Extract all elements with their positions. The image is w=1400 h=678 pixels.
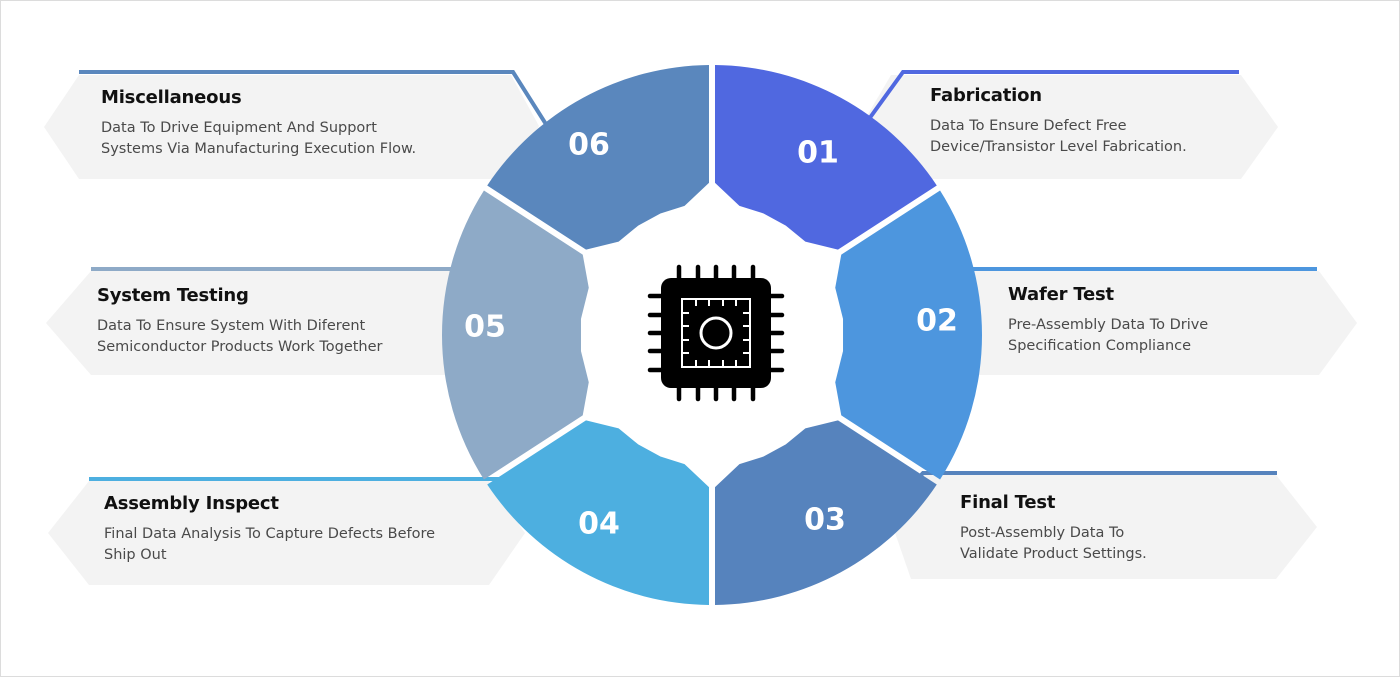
step-number-04: 04 — [578, 507, 620, 542]
panel-01 — [861, 75, 1278, 179]
microchip-icon — [647, 264, 785, 402]
step-04-label: Assembly Inspect Final Data Analysis To … — [104, 493, 435, 566]
step-02-description: Pre-Assembly Data To Drive Specification… — [1008, 315, 1208, 357]
step-01-desc-line1: Data To Ensure Defect Free — [930, 118, 1127, 134]
step-number-01: 01 — [797, 136, 839, 171]
step-01-label: Fabrication Data To Ensure Defect Free D… — [930, 85, 1187, 158]
step-02-label: Wafer Test Pre-Assembly Data To Drive Sp… — [1008, 284, 1208, 357]
step-05-description: Data To Ensure System With Diferent Semi… — [97, 316, 383, 358]
step-number-02: 02 — [916, 304, 958, 339]
step-02-desc-line1: Pre-Assembly Data To Drive — [1008, 317, 1209, 333]
step-05-label: System Testing Data To Ensure System Wit… — [97, 285, 383, 358]
step-05-desc-line1: Data To Ensure System With Diferent — [97, 318, 366, 334]
panel-02 — [961, 271, 1357, 375]
step-06-desc-line2: Systems Via Manufacturing Execution Flow… — [101, 141, 417, 157]
step-01-desc-line2: Device/Transistor Level Fabrication. — [930, 139, 1187, 155]
step-04-description: Final Data Analysis To Capture Defects B… — [104, 524, 435, 566]
step-number-06: 06 — [568, 128, 610, 163]
segment-05 — [441, 190, 619, 480]
segment-02 — [805, 190, 982, 480]
step-05-title: System Testing — [97, 285, 249, 306]
connector-lines — [79, 70, 1317, 503]
step-06-label: Miscellaneous Data To Drive Equipment An… — [101, 87, 416, 160]
step-03-desc-line2: Validate Product Settings. — [960, 546, 1147, 562]
step-02-title: Wafer Test — [1008, 284, 1114, 305]
step-numbers: 01 02 03 04 05 06 — [464, 128, 958, 542]
step-04-desc-line2: Ship Out — [104, 547, 167, 563]
panel-06 — [44, 75, 539, 179]
step-03-description: Post-Assembly Data To Validate Product S… — [960, 523, 1147, 565]
step-04-desc-line1: Final Data Analysis To Capture Defects B… — [104, 526, 436, 542]
step-03-title: Final Test — [960, 492, 1056, 513]
panel-05 — [46, 271, 453, 375]
step-03-desc-line1: Post-Assembly Data To — [960, 525, 1125, 541]
step-number-03: 03 — [804, 503, 846, 538]
panel-03 — [893, 475, 1317, 579]
step-02-desc-line2: Specification Compliance — [1008, 338, 1192, 354]
step-05-desc-line2: Semiconductor Products Work Together — [97, 339, 383, 355]
connector-01 — [867, 70, 1239, 121]
step-01-title: Fabrication — [930, 85, 1042, 106]
step-number-05: 05 — [464, 310, 506, 345]
connector-06 — [79, 70, 551, 131]
panels — [44, 75, 1357, 585]
step-03-label: Final Test Post-Assembly Data To Validat… — [960, 492, 1147, 565]
panel-04 — [48, 481, 525, 585]
step-06-description: Data To Drive Equipment And Support Syst… — [101, 118, 416, 160]
step-06-desc-line1: Data To Drive Equipment And Support — [101, 120, 377, 136]
step-04-title: Assembly Inspect — [104, 493, 279, 514]
step-06-title: Miscellaneous — [101, 87, 242, 108]
step-01-description: Data To Ensure Defect Free Device/Transi… — [930, 116, 1187, 158]
